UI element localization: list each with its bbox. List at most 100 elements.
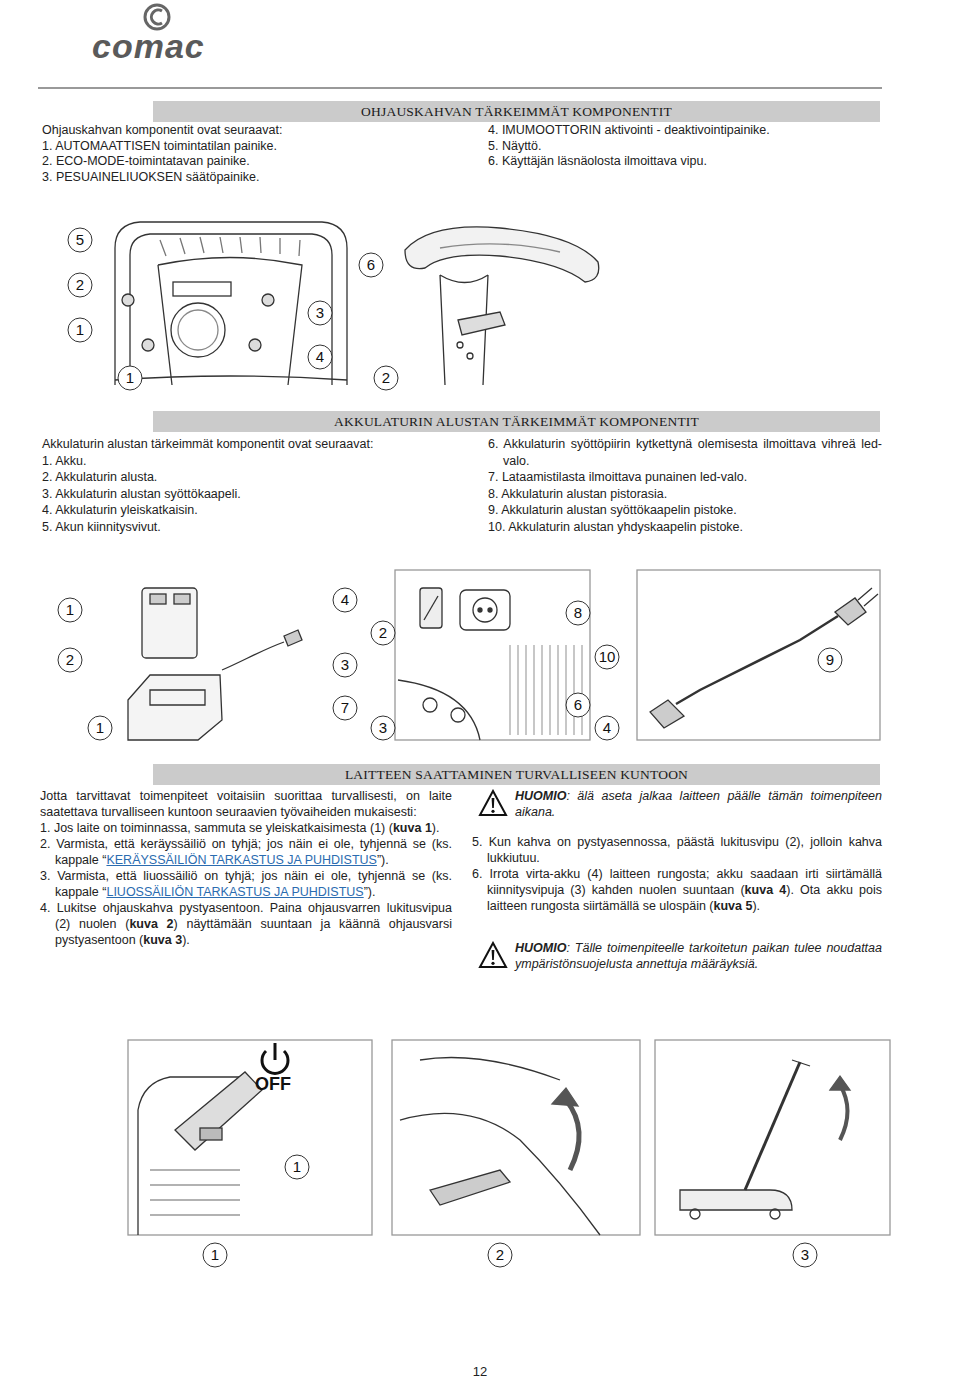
machine-drawing-part (655, 1040, 890, 1235)
machine-drawing-part (690, 1209, 700, 1219)
paragraph: 3. Varmista, että liuossäiliö on tyhjä; … (40, 868, 452, 900)
control-panel-drawing-part (130, 234, 332, 385)
text-run: : älä aseta jalkaa laitteen päälle tämän… (515, 789, 882, 819)
callout-number: 2 (488, 1243, 512, 1267)
callout-number: 3 (793, 1243, 817, 1267)
text-run: Akkulaturin alustan tärkeimmät komponent… (42, 437, 373, 451)
paragraph: 1. AUTOMAATTISEN toimintatilan painike. (42, 139, 452, 155)
warning-icon (478, 941, 508, 969)
text-run: Ohjauskahvan komponentit ovat seuraavat: (42, 123, 282, 137)
charger-detail-drawing-part (451, 708, 465, 722)
lever-drawing-part (566, 1100, 579, 1170)
callout-number: 10 (595, 645, 619, 669)
callout-number: 4 (308, 345, 332, 369)
text-run: ”). (364, 885, 376, 899)
callout-circles-part (58, 598, 82, 622)
callout-number: 1 (58, 598, 82, 622)
callout-circles-part (359, 253, 383, 277)
callout-circles-part (333, 696, 357, 720)
paragraph: Akkulaturin alustan tärkeimmät komponent… (42, 436, 452, 453)
callout-circles-part (566, 601, 590, 625)
callout-circles-part (595, 716, 619, 740)
machine-drawing-part (770, 1209, 780, 1219)
callout-number: 3 (371, 716, 395, 740)
control-panel-drawing-part (160, 237, 300, 256)
text-run: kuva 1 (393, 821, 432, 835)
header-rule-part (38, 87, 882, 89)
battery-charger-drawing-part (150, 690, 205, 705)
paragraph: Ohjauskahvan komponentit ovat seuraavat: (42, 123, 452, 139)
header-rule (38, 88, 882, 89)
text-run: HUOMIO (515, 941, 566, 955)
warning-mark (492, 798, 495, 808)
callout-circles-part (793, 1243, 817, 1267)
lever-drawing (392, 1040, 640, 1235)
callout-circles-part (566, 693, 590, 717)
control-panel-drawing-part (158, 258, 302, 386)
lever-drawing-part (420, 1058, 560, 1081)
lever-drawing-part (400, 1113, 600, 1235)
cable-drawing-part (637, 570, 880, 740)
text-run: 6. Akkulaturin syöttöpiirin kytkettynä o… (488, 437, 882, 468)
control-panel-drawing-part (249, 339, 261, 351)
callout-number: 4 (333, 588, 357, 612)
lever-drawing-part (552, 1088, 578, 1106)
paragraph: 2. Varmista, että keräyssäiliö on tyhjä;… (40, 836, 452, 868)
switch-off-drawing-part (274, 1043, 277, 1060)
charger-detail-drawing-part (510, 645, 582, 735)
text-column: 4. IMUMOOTTORIN aktivointi - deaktivoint… (488, 123, 883, 170)
callout-circles (58, 228, 842, 1267)
text-run: 10. Akkulaturin alustan yhdyskaapelin pi… (488, 520, 743, 534)
charger-detail-drawing-part (395, 570, 590, 740)
text-run: Jotta tarvittavat toimenpiteet voitaisii… (40, 789, 452, 819)
band-heading: OHJAUSKAHVAN TÄRKEIMMÄT KOMPONENTIT (361, 104, 672, 120)
callout-number: 6 (359, 253, 383, 277)
control-panel-drawing-part (262, 294, 274, 306)
charger-detail-drawing-part (460, 590, 510, 630)
text-run: 5. Näyttö. (488, 139, 542, 153)
handle-drawing-part (405, 227, 599, 282)
control-panel-drawing-part (142, 339, 154, 351)
band-heading: AKKULATURIN ALUSTAN TÄRKEIMMÄT KOMPONENT… (334, 414, 699, 430)
warning-note: HUOMIO: älä aseta jalkaa laitteen päälle… (472, 788, 882, 820)
text-run: 5. Akun kiinnitysvivut. (42, 520, 161, 534)
paragraph: 6. Käyttäjän läsnäolosta ilmoittava vipu… (488, 154, 883, 170)
text-run: 4. IMUMOOTTORIN aktivointi - deaktivoint… (488, 123, 770, 137)
logo-mark-part (151, 10, 162, 24)
machine-drawing (655, 1040, 890, 1235)
handle-drawing-part (457, 342, 463, 348)
control-panel-drawing-part (122, 294, 134, 306)
callout-number: 8 (566, 601, 590, 625)
warning-icon (478, 789, 508, 817)
charger-detail-drawing-part (424, 596, 438, 620)
callout-number: 4 (595, 716, 619, 740)
paragraph: 8. Akkulaturin alustan pistorasia. (488, 486, 882, 503)
band-heading: LAITTEEN SAATTAMINEN TURVALLISEEN KUNTOO… (345, 767, 688, 783)
charger-detail-drawing-part (488, 608, 492, 612)
control-panel-drawing-part (115, 222, 347, 385)
battery-charger-drawing-part (128, 675, 222, 740)
text-column: 6. Akkulaturin syöttöpiirin kytkettynä o… (488, 436, 882, 535)
callout-circles-part (58, 648, 82, 672)
machine-drawing-part (792, 1060, 810, 1066)
callout-number: 1 (285, 1155, 309, 1179)
warning-note: HUOMIO: Tälle toimenpiteelle tarkoitetun… (472, 940, 882, 972)
paragraph: 6. Irrota virta-akku (4) laitteen rungos… (472, 866, 882, 914)
paragraph: 9. Akkulaturin alustan syöttökaapelin pi… (488, 502, 882, 519)
callout-number: 2 (374, 366, 398, 390)
paragraph: 6. Akkulaturin syöttöpiirin kytkettynä o… (488, 436, 882, 469)
callout-number: 3 (333, 653, 357, 677)
paragraph: 7. Lataamistilasta ilmoittava punainen l… (488, 469, 882, 486)
text-column: HUOMIO : älä aseta jalkaa laitteen päälle… (472, 788, 882, 972)
callout-number: 1 (118, 366, 142, 390)
callout-circles-part (333, 588, 357, 612)
charger-detail-drawing (395, 570, 590, 740)
warning-mark (491, 962, 494, 965)
paragraph: 1. Jos laite on toiminnassa, sammuta se … (40, 820, 452, 836)
callout-circles-part (285, 1155, 309, 1179)
text-run: 1. Akku. (42, 454, 86, 468)
chapter-link: LIUOSSÄILIÖN TARKASTUS JA PUHDISTUS (106, 885, 363, 899)
paragraph: 4. Akkulaturin yleiskatkaisin. (42, 502, 452, 519)
cable-drawing-part (858, 588, 878, 606)
text-run: 5. Kun kahva on pystyasennossa, päästä l… (472, 835, 882, 865)
